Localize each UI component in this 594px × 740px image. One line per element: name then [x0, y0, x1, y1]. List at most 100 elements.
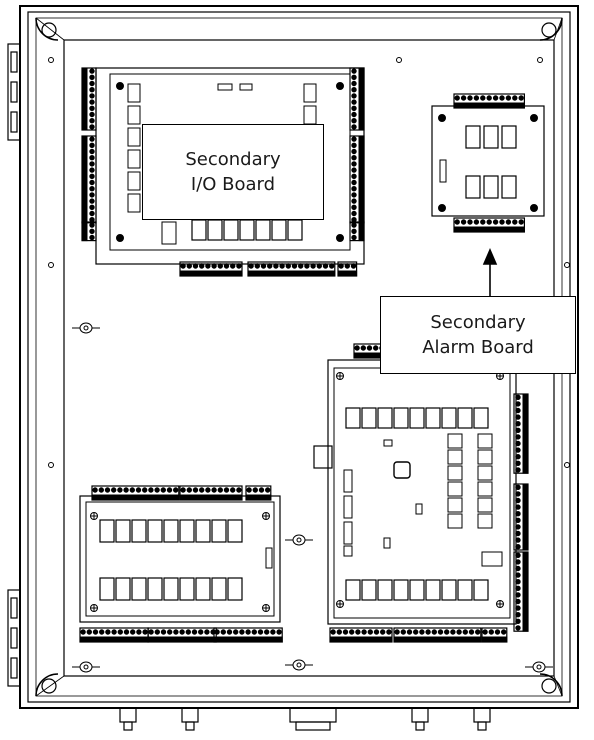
relay: [425, 579, 441, 601]
terminal-block: [513, 483, 529, 551]
relay: [271, 219, 287, 241]
component: [383, 537, 391, 549]
relay: [195, 577, 211, 601]
relay: [447, 465, 463, 481]
relay: [361, 579, 377, 601]
component: [415, 503, 423, 515]
terminal-block: [481, 627, 508, 643]
relay: [465, 175, 481, 199]
relay: [127, 83, 141, 103]
relay: [477, 465, 493, 481]
processor-chip: [393, 461, 411, 479]
terminal-block: [513, 551, 529, 632]
standoffs: [72, 322, 553, 673]
relay: [223, 219, 239, 241]
header-connector: [439, 159, 447, 183]
relay: [303, 105, 317, 125]
board-screw: [262, 604, 270, 612]
relay: [227, 577, 243, 601]
terminal-block: [513, 393, 529, 474]
header-connector: [343, 521, 353, 545]
terminal-block: [349, 135, 365, 224]
board-screw: [336, 372, 344, 380]
terminal-block: [91, 485, 180, 501]
terminal-block: [349, 67, 365, 131]
relay: [303, 83, 317, 103]
header-connector: [343, 469, 353, 493]
relay: [131, 577, 147, 601]
relay: [115, 519, 131, 543]
component: [383, 439, 393, 447]
relay: [163, 577, 179, 601]
relay: [477, 449, 493, 465]
terminal-block: [79, 627, 149, 643]
board-screw: [90, 512, 98, 520]
relay: [393, 407, 409, 429]
terminal-block: [147, 627, 217, 643]
relay: [483, 125, 499, 149]
relay: [207, 219, 223, 241]
relay: [447, 481, 463, 497]
terminal-block: [81, 221, 97, 242]
relay: [501, 175, 517, 199]
board-screw: [438, 204, 446, 212]
board-screw: [496, 600, 504, 608]
relay: [163, 519, 179, 543]
relay: [131, 519, 147, 543]
alarm-callout-arrow: [482, 247, 498, 296]
relay: [99, 577, 115, 601]
board-screw: [336, 234, 344, 242]
terminal-block: [393, 627, 482, 643]
main-controller-board: [313, 343, 529, 643]
terminal-block: [453, 217, 526, 233]
relay: [115, 577, 131, 601]
relay: [127, 193, 141, 213]
board-screw: [438, 114, 446, 122]
relay: [477, 481, 493, 497]
terminal-block: [179, 485, 243, 501]
terminal-block: [453, 93, 526, 109]
terminal-block: [245, 485, 272, 501]
relay: [477, 513, 493, 529]
relay: [191, 219, 207, 241]
relay: [477, 433, 493, 449]
relay: [211, 577, 227, 601]
board-screw: [90, 604, 98, 612]
header-connector: [239, 83, 253, 91]
relay: [473, 579, 489, 601]
board-screw: [116, 82, 124, 90]
relay: [457, 579, 473, 601]
conduit-knockouts: [119, 707, 491, 731]
relay: [377, 579, 393, 601]
relay: [147, 519, 163, 543]
relay: [447, 449, 463, 465]
relay: [287, 219, 303, 241]
terminal-block: [329, 627, 393, 643]
relay: [345, 579, 361, 601]
header-connector: [265, 547, 273, 569]
relay: [441, 579, 457, 601]
relay: [393, 579, 409, 601]
relay: [465, 125, 481, 149]
relay: [447, 433, 463, 449]
relay: [127, 105, 141, 125]
relay: [255, 219, 271, 241]
relay: [179, 519, 195, 543]
board-screw: [336, 600, 344, 608]
relay: [409, 579, 425, 601]
relay: [457, 407, 473, 429]
relay: [127, 127, 141, 147]
relay: [425, 407, 441, 429]
lower-io-board: [79, 485, 283, 643]
relay: [127, 149, 141, 169]
fuse: [161, 221, 177, 245]
relay: [127, 171, 141, 191]
board-screw: [530, 114, 538, 122]
board-screw: [336, 82, 344, 90]
secondary-alarm-board: [431, 93, 545, 233]
relay: [179, 577, 195, 601]
terminal-block: [213, 627, 283, 643]
terminal-block: [81, 67, 97, 131]
